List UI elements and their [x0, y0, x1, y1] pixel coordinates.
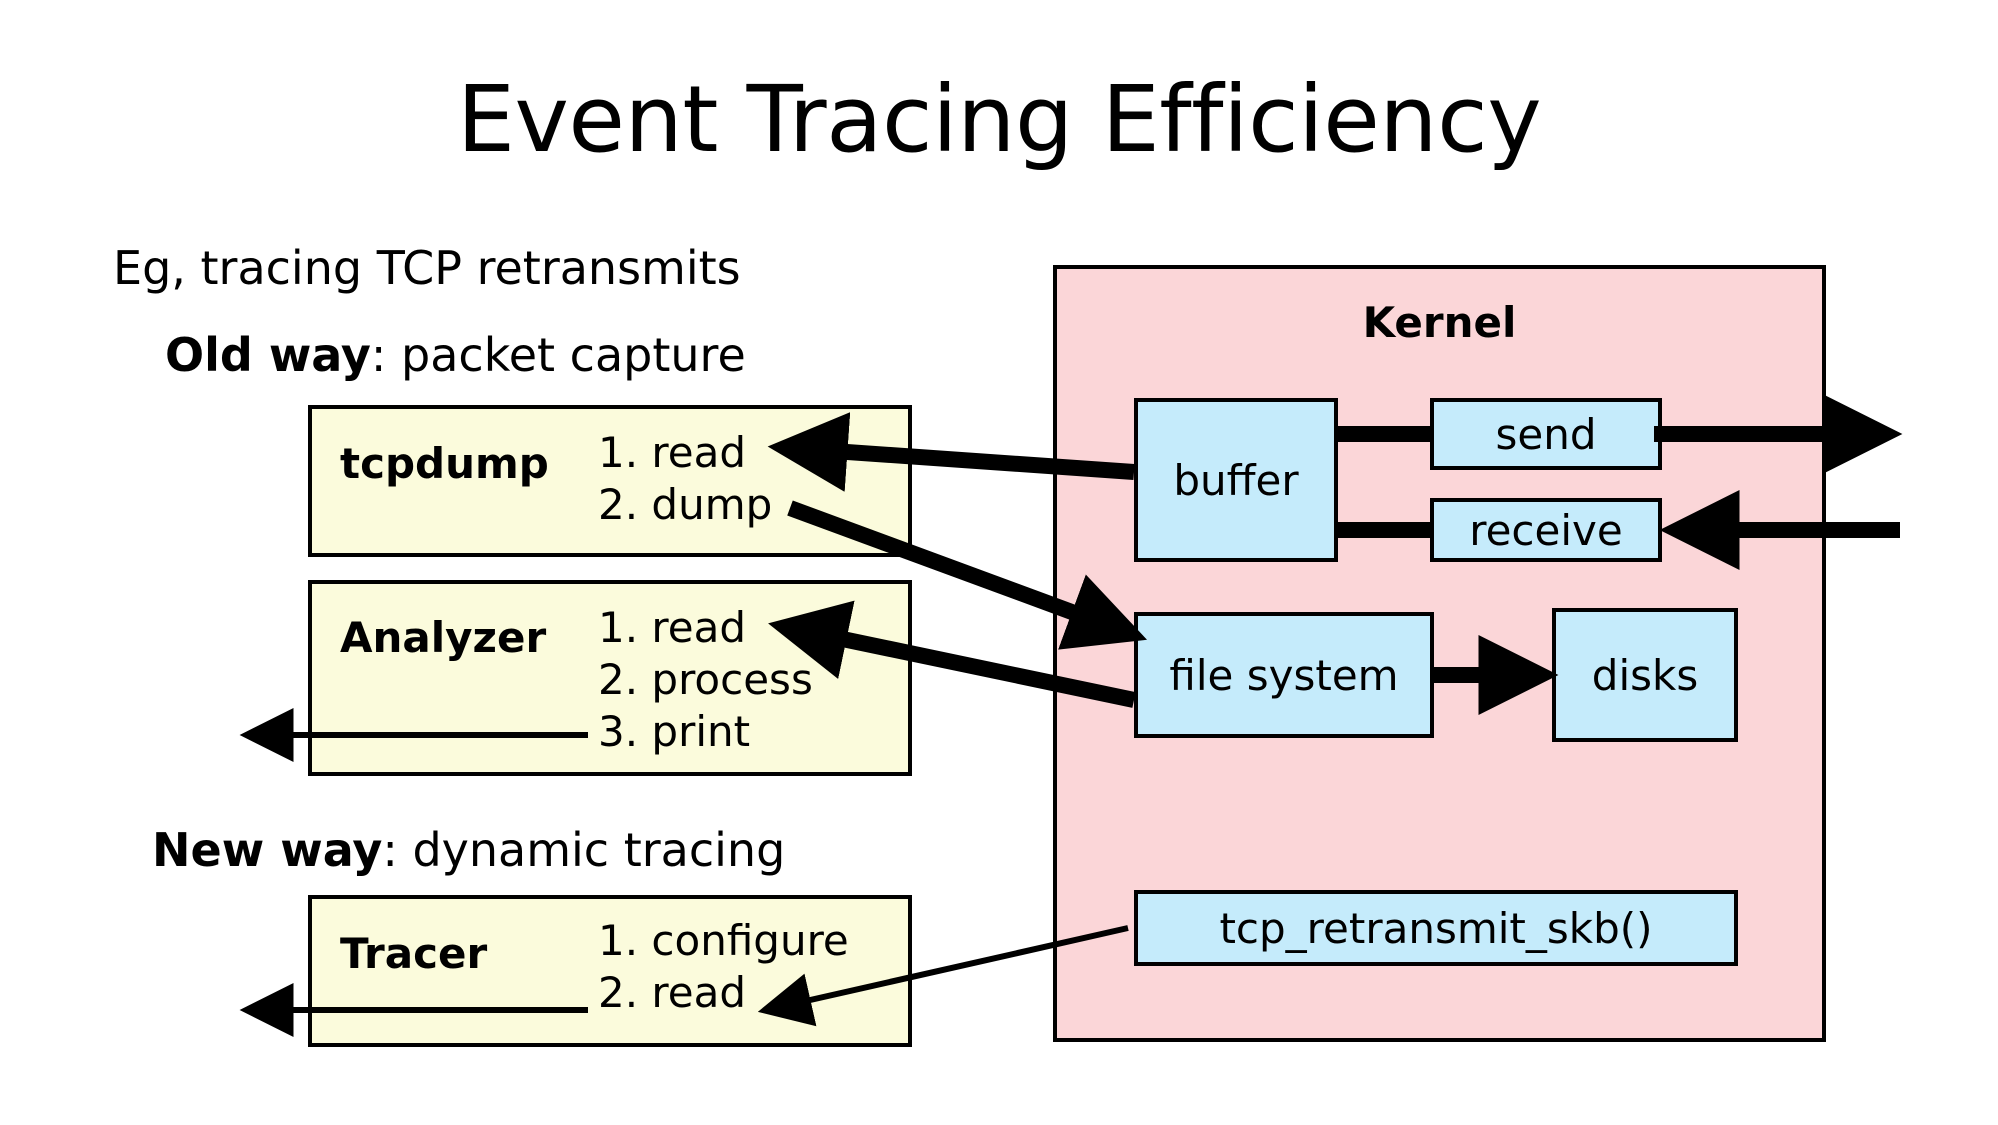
kernel-box-receive[interactable]: receive — [1430, 498, 1662, 562]
kernel-box-send[interactable]: send — [1430, 398, 1662, 470]
kernel-box-buffer[interactable]: buffer — [1134, 398, 1338, 562]
tcpdump-step-1: 1. read — [598, 428, 747, 477]
analyzer-step-2: 2. process — [598, 655, 813, 704]
tracer-step-1: 1. configure — [598, 916, 849, 965]
analyzer-step-3: 3. print — [598, 707, 751, 756]
tracer-step-2: 2. read — [598, 968, 747, 1017]
tracer-steps: 1. configure 2. read — [598, 920, 849, 1024]
tcpdump-step-2: 2. dump — [598, 480, 773, 529]
kernel-box-tcp-retransmit-skb[interactable]: tcp_retransmit_skb() — [1134, 890, 1738, 966]
caption-example: Eg, tracing TCP retransmits — [113, 243, 741, 294]
caption-old-way-label: Old way — [165, 328, 371, 382]
caption-new-way-label: New way — [152, 823, 383, 877]
kernel-box-file-system[interactable]: file system — [1134, 612, 1434, 738]
caption-old-way-rest: : packet capture — [370, 328, 746, 382]
kernel-label: Kernel — [1362, 298, 1517, 347]
analyzer-title: Analyzer — [340, 613, 547, 662]
analyzer-steps: 1. read 2. process 3. print — [598, 607, 813, 763]
analyzer-step-1: 1. read — [598, 603, 747, 652]
tracer-title: Tracer — [340, 929, 488, 978]
caption-new-way: New way: dynamic tracing — [152, 825, 785, 876]
tcpdump-steps: 1. read 2. dump — [598, 432, 772, 536]
page-title: Event Tracing Efficiency — [456, 66, 1542, 173]
kernel-box-disks[interactable]: disks — [1552, 608, 1738, 742]
tcpdump-title: tcpdump — [340, 439, 549, 488]
caption-new-way-rest: : dynamic tracing — [382, 823, 786, 877]
caption-example-text: Eg, tracing TCP retransmits — [113, 241, 741, 295]
caption-old-way: Old way: packet capture — [165, 330, 746, 381]
